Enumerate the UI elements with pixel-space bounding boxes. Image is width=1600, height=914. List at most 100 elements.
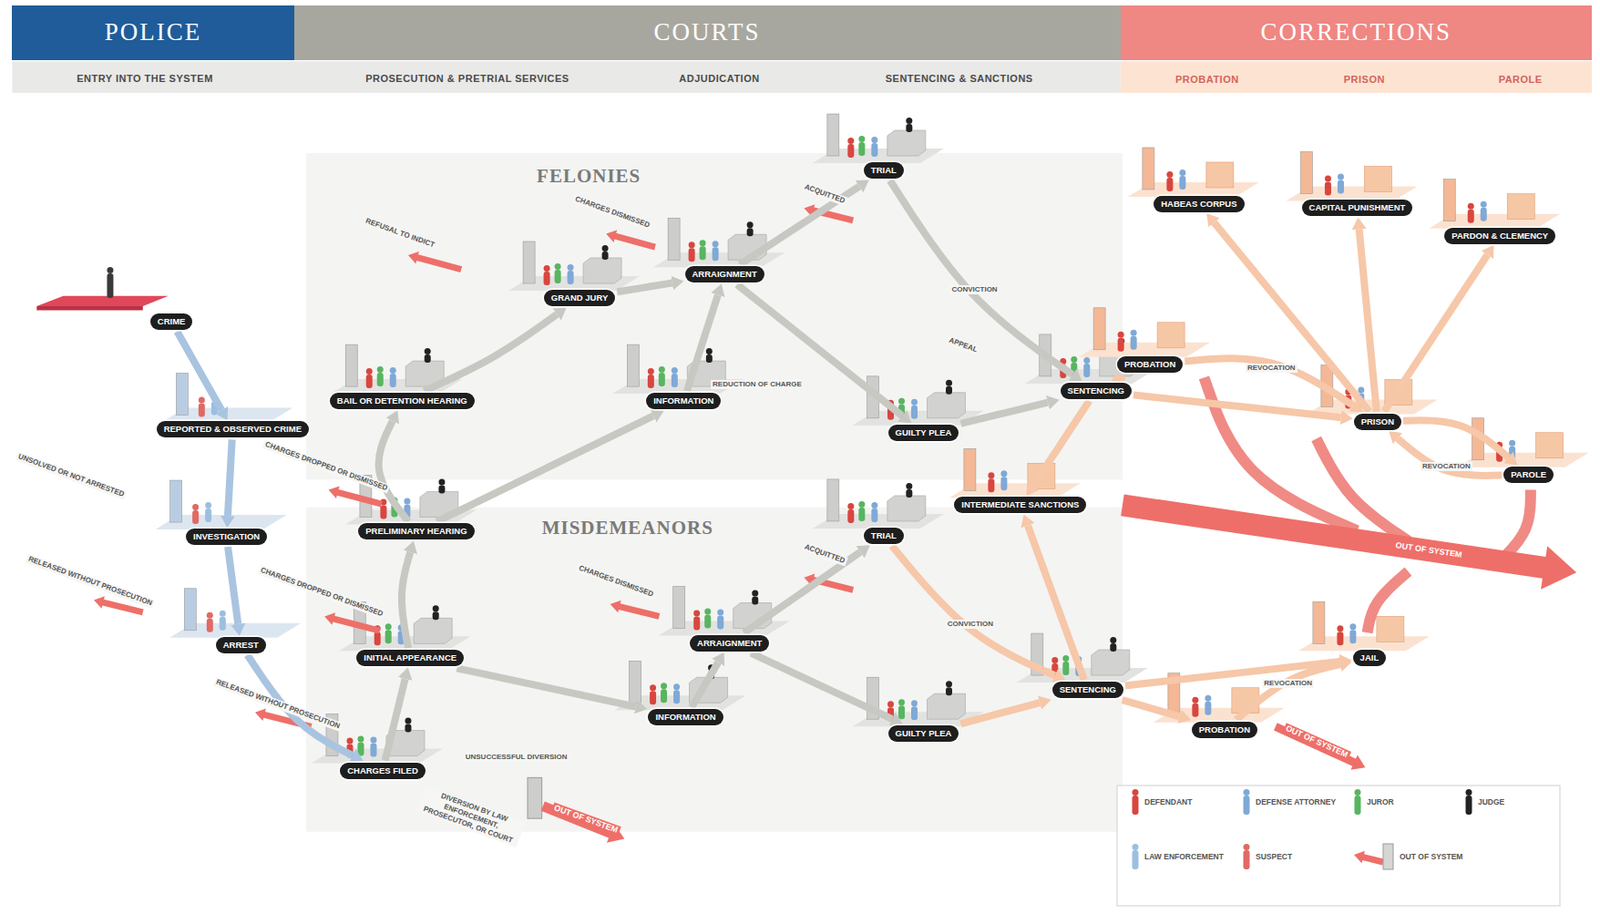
section-label: ADJUDICATION <box>678 72 759 84</box>
person-figure <box>369 737 377 758</box>
person-figure <box>660 682 667 703</box>
person-figure <box>424 348 431 363</box>
person-figure <box>1349 623 1356 644</box>
person-figure <box>205 502 212 523</box>
person-figure <box>847 502 854 524</box>
person-figure <box>1243 789 1251 815</box>
node-text: JAIL <box>1360 652 1380 663</box>
stage-pill: ARRAIGNMENT <box>685 266 765 283</box>
node-text: HABEAS CORPUS <box>1160 198 1237 209</box>
person-figure <box>602 245 609 260</box>
flow-note: OUT OF SYSTEM <box>1282 722 1351 761</box>
scene-court <box>852 376 985 426</box>
out-of-system-arrow <box>1353 851 1385 866</box>
scene-corr <box>1285 151 1417 201</box>
flow-arrow <box>1236 664 1341 720</box>
scene-court <box>852 676 985 727</box>
stage-pill: HABEAS CORPUS <box>1153 195 1244 213</box>
person-figure <box>688 241 696 262</box>
person-figure <box>1337 173 1344 194</box>
header-band: POLICE <box>11 5 294 61</box>
scene-corr <box>1078 307 1211 358</box>
scene-court <box>812 479 944 529</box>
person-figure <box>706 348 713 363</box>
person-figure <box>858 501 865 522</box>
legend-text: DEFENDANT <box>1144 797 1192 807</box>
person-figure <box>1132 843 1139 870</box>
flow-arrow <box>176 331 222 411</box>
stage-pill: PRISON <box>1353 413 1402 431</box>
stage-pill: PROBATION <box>1191 721 1258 739</box>
legend-text: JUROR <box>1366 797 1395 807</box>
stage-pill: SENTENCING <box>1052 681 1124 698</box>
legend-item: LAW ENFORCEMENT <box>1129 841 1224 872</box>
flow-arrow <box>436 415 654 522</box>
person-figure <box>1130 329 1138 350</box>
stage-pill: CAPITAL PUNISHMENT <box>1302 199 1414 216</box>
scene-corr <box>949 448 1081 498</box>
person-figure <box>1166 171 1173 192</box>
person-figure <box>647 368 655 389</box>
stage-pill: INTERMEDIATE SANCTIONS <box>953 496 1087 513</box>
scene-corr <box>1428 179 1560 229</box>
misdemeanor-panel <box>306 507 1123 832</box>
person-figure <box>911 399 918 420</box>
legend-item: DEFENSE ATTORNEY <box>1241 787 1336 817</box>
stage-pill: BAIL OR DETENTION HEARING <box>329 392 475 410</box>
person-figure <box>1480 201 1488 222</box>
legend-figure <box>1241 787 1252 817</box>
scene-court <box>508 241 640 291</box>
flow-arrow <box>892 545 1056 676</box>
flow-arrow <box>1122 699 1180 717</box>
person-figure <box>693 610 700 631</box>
node-text: GUILTY PLEA <box>895 728 953 739</box>
person-figure <box>1508 440 1516 461</box>
person-figure <box>649 684 657 705</box>
stage-pill: GUILTY PLEA <box>888 725 960 742</box>
node-text: INVESTIGATION <box>193 531 260 542</box>
node-text: SENTENCING <box>1059 684 1117 695</box>
flow-arrow <box>379 420 410 523</box>
door <box>527 777 543 819</box>
person-figure <box>357 736 364 757</box>
stage-pill: CHARGES FILED <box>339 762 426 780</box>
flow-arrow <box>1133 394 1342 418</box>
crime-platform <box>36 296 168 307</box>
stage-pill: PRELIMINARY HEARING <box>358 523 474 540</box>
flow-arrow <box>960 402 1047 424</box>
legend-arrow <box>1352 841 1396 872</box>
scene-police <box>155 480 288 530</box>
header-band: CORRECTIONS <box>1120 5 1592 61</box>
flow-arrow <box>423 314 557 391</box>
person-figure <box>192 503 199 524</box>
flow-arrow <box>1027 525 1085 680</box>
flow-arrow <box>227 439 233 516</box>
node-text: INFORMATION <box>655 711 716 722</box>
section-label: SENTENCING & SANCTIONS <box>885 72 1034 84</box>
person-figure <box>1117 331 1125 352</box>
crime-platform-edge <box>36 306 143 310</box>
person-figure <box>198 396 206 417</box>
stage-pill: PROBATION <box>1117 356 1183 373</box>
flow-arrow <box>750 653 893 720</box>
person-figure <box>717 609 724 630</box>
person-figure <box>1062 655 1069 676</box>
node-text: CRIME <box>157 316 186 327</box>
flow-arrow <box>385 678 406 761</box>
person-figure <box>905 117 913 133</box>
flow-arrow <box>1359 228 1377 411</box>
out-of-system-arrow <box>1273 722 1365 770</box>
flow-note: UNSOLVED OR NOT ARRESTED <box>15 451 128 500</box>
person-figure <box>911 699 918 720</box>
stage-pill: GUILTY PLEA <box>888 424 960 442</box>
flow-note: REDUCTION OF CHARGE <box>710 379 804 390</box>
person-figure <box>945 680 953 696</box>
person-figure <box>1467 203 1475 224</box>
out-of-system-arrow <box>605 229 657 250</box>
person-figure <box>432 605 440 620</box>
person-figure <box>1191 697 1199 718</box>
person-figure <box>871 502 878 523</box>
person-figure <box>699 239 707 260</box>
stage-pill: TRIAL <box>863 162 904 179</box>
